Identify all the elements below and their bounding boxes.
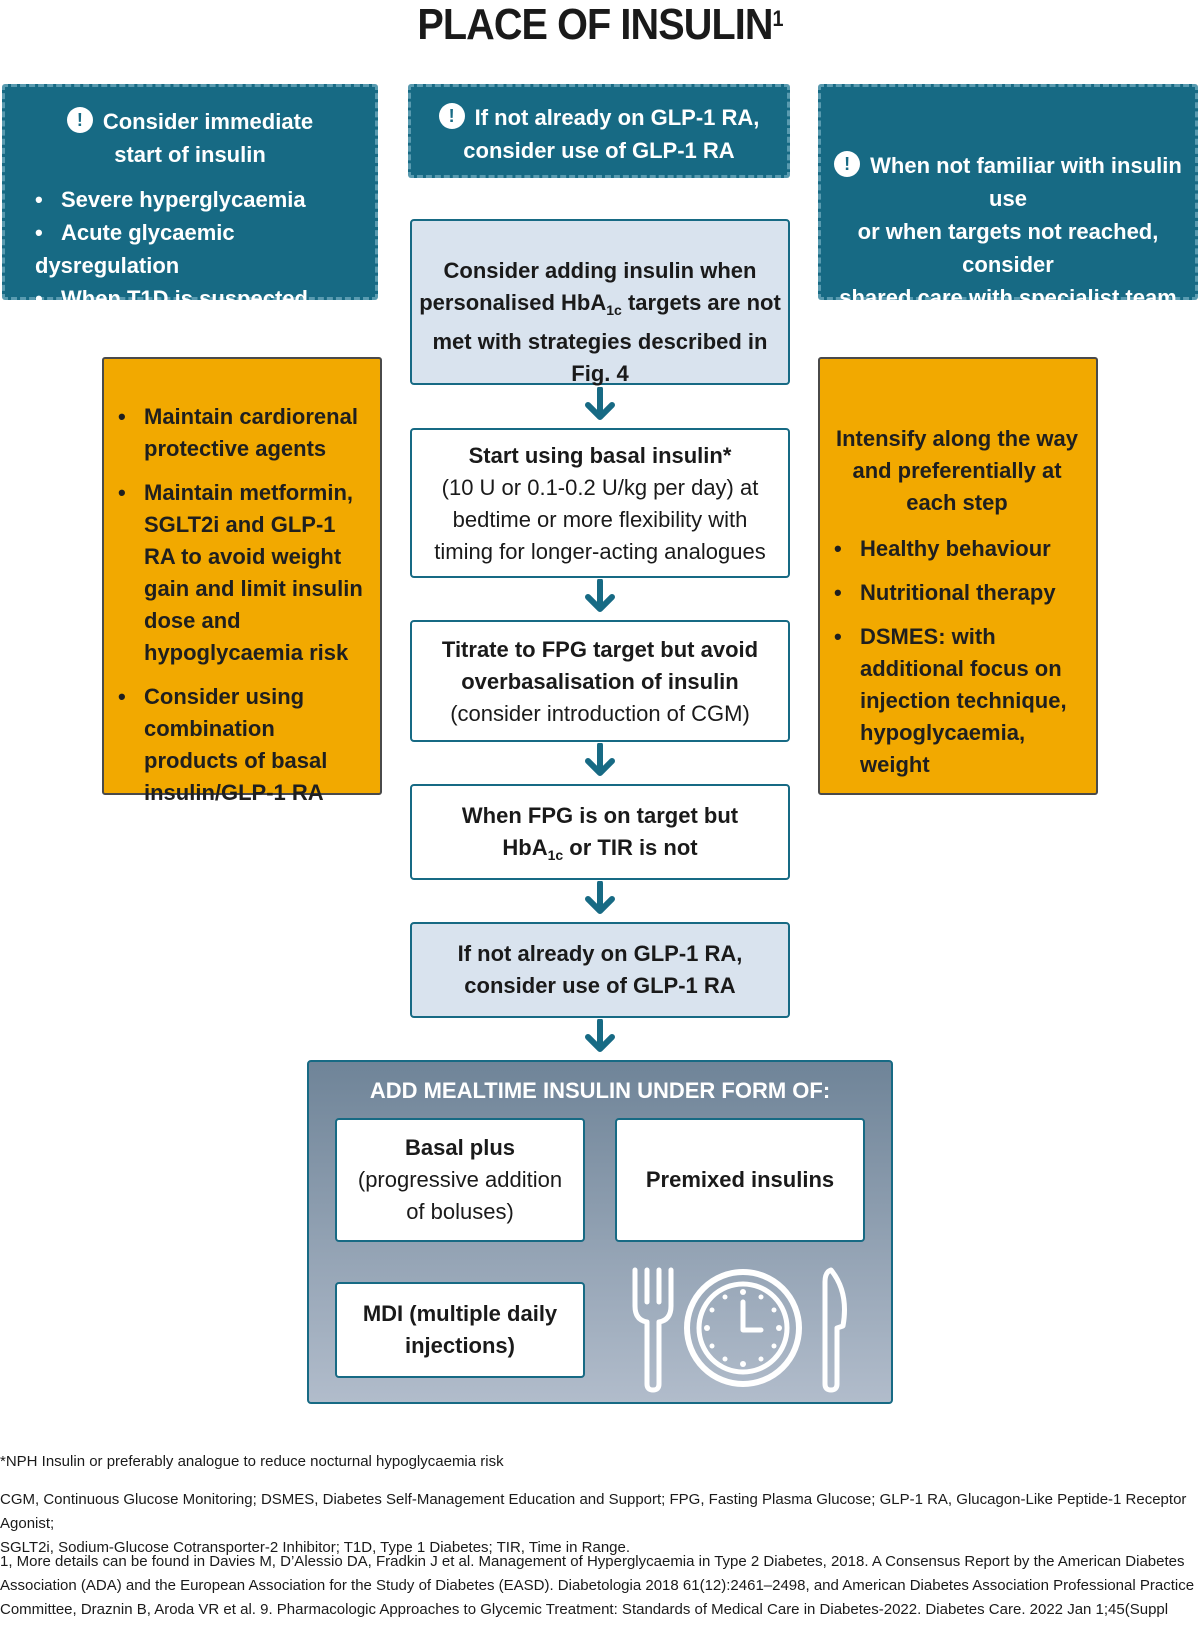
knife-icon: [822, 1267, 847, 1393]
abbreviations-footnote: CGM, Continuous Glucose Monitoring; DSME…: [0, 1488, 1200, 1560]
step-heading: Titrate to FPG target but avoid: [441, 637, 759, 662]
list-item: Healthy behaviour: [820, 533, 1080, 565]
step-line: or TIR is not: [563, 835, 698, 860]
consider-adding-insulin-step: Consider adding insulin when personalise…: [410, 219, 790, 386]
step-heading: Start using basal insulin*: [468, 443, 732, 468]
titrate-fpg-step: Titrate to FPG target but avoid overbasa…: [410, 620, 790, 742]
shared-care-line: shared care with specialist team: [839, 285, 1177, 310]
step-line: targets are not: [621, 290, 781, 315]
step-heading: overbasalisation of insulin: [461, 669, 739, 694]
start-basal-insulin-step: Start using basal insulin* (10 U or 0.1-…: [410, 428, 790, 578]
maintain-agents-list: Maintain cardiorenal protective agents M…: [104, 401, 364, 809]
list-item: Maintain cardiorenal protective agents: [104, 401, 364, 465]
glp1-line: If not already on GLP-1 RA,: [474, 105, 760, 130]
immediate-insulin-box: ! Consider immediate start of insulin Sev…: [2, 84, 378, 311]
option-line: injections): [404, 1333, 515, 1358]
glp1-suggestion-box: ! If not already on GLP-1 RA, consider us…: [408, 84, 790, 178]
intensify-panel: Intensify along the way and preferential…: [818, 357, 1098, 795]
basal-plus-option: Basal plus (progressive addition of bolu…: [335, 1118, 585, 1242]
shared-care-line: or when targets not reached, consider: [857, 219, 1159, 277]
immediate-insulin-heading: ! Consider immediate start of insulin: [5, 105, 375, 171]
down-arrow-icon: [585, 387, 615, 420]
mealtime-insulin-panel: ADD MEALTIME INSULIN UNDER FORM OF: Basa…: [307, 1060, 893, 1404]
shared-care-line: When not familiar with insulin use: [870, 153, 1182, 211]
step-line: Consider adding insulin when: [443, 258, 757, 283]
title-superscript: 1: [772, 6, 784, 31]
option-line: of boluses): [406, 1199, 514, 1224]
fork-icon: [632, 1267, 674, 1393]
heading-line: Consider immediate: [102, 109, 314, 134]
step-line: (10 U or 0.1-0.2 U/kg per day) at: [441, 475, 759, 500]
footnote-line: CGM, Continuous Glucose Monitoring; DSME…: [0, 1491, 1187, 1532]
asterisk-footnote: *NPH Insulin or preferably analogue to r…: [0, 1453, 504, 1470]
footnote-line: 1, More details can be found in Davies M…: [0, 1553, 1185, 1570]
glp1-flow-step: If not already on GLP-1 RA, consider use…: [410, 922, 790, 1018]
mealtime-header: ADD MEALTIME INSULIN UNDER FORM OF:: [369, 1078, 831, 1103]
step-line: When FPG is on target but: [461, 803, 739, 828]
option-line: (progressive addition: [357, 1167, 563, 1192]
footnote-line: Committee, Draznin B, Aroda VR et al. 9.…: [0, 1601, 1169, 1626]
list-item: DSMES: with additional focus on injectio…: [820, 621, 1080, 781]
exclamation-icon: !: [66, 107, 93, 134]
list-item: Consider using combination products of b…: [104, 681, 364, 809]
subscript: 1c: [547, 847, 564, 863]
plate-icon: [684, 1269, 802, 1387]
mdi-option: MDI (multiple daily injections): [335, 1282, 585, 1378]
meal-clock-icon: [632, 1267, 847, 1393]
step-line: HbA: [502, 835, 548, 860]
step-line: personalised HbA: [419, 290, 607, 315]
exclamation-icon: !: [834, 151, 861, 178]
option-title: Basal plus: [404, 1135, 516, 1160]
list-item: Nutritional therapy: [820, 577, 1080, 609]
immediate-insulin-list: Severe hyperglycaemia Acute glycaemic dy…: [5, 183, 375, 315]
glp1-line: consider use of GLP-1 RA: [463, 138, 735, 163]
reference-footnote: 1, More details can be found in Davies M…: [0, 1550, 1200, 1626]
option-title: Premixed insulins: [645, 1167, 835, 1192]
shared-care-box: ! When not familiar with insulin use or w…: [818, 84, 1198, 310]
step-line: consider use of GLP-1 RA: [464, 973, 736, 998]
option-line: MDI (multiple daily: [362, 1301, 558, 1326]
step-line: bedtime or more flexibility with: [452, 507, 748, 532]
clock-ticks: [704, 1289, 782, 1367]
maintain-agents-panel: Maintain cardiorenal protective agents M…: [102, 357, 382, 805]
intensify-intro: Intensify along the way and preferential…: [835, 426, 1079, 515]
footnote-line: SGLT2i, Sodium-Glucose Cotransporter-2 I…: [0, 1539, 631, 1556]
step-line: timing for longer-acting analogues: [434, 539, 766, 564]
clock-hands: [740, 1299, 764, 1333]
list-item: When T1D is suspected: [35, 282, 375, 315]
exclamation-icon: !: [438, 103, 465, 130]
list-item: Maintain metformin, SGLT2i and GLP-1 RA …: [104, 477, 364, 669]
subscript: 1c: [606, 302, 622, 318]
step-line: (consider introduction of CGM): [450, 701, 750, 726]
down-arrow-icon: [585, 1019, 615, 1052]
page-title: PLACE OF INSULIN1: [60, 0, 1140, 50]
list-item: Acute glycaemic dysregulation: [35, 216, 375, 282]
title-text: PLACE OF INSULIN: [417, 0, 773, 49]
intensify-list: Healthy behaviour Nutritional therapy DS…: [820, 533, 1080, 781]
down-arrow-icon: [585, 743, 615, 776]
list-item: Severe hyperglycaemia: [35, 183, 375, 216]
step-line: met with strategies described in Fig. 4: [432, 329, 768, 386]
down-arrow-icon: [585, 881, 615, 914]
down-arrow-icon: [585, 579, 615, 612]
premixed-option: Premixed insulins: [615, 1118, 865, 1242]
footnote-line: Association (ADA) and the European Assoc…: [0, 1577, 1195, 1594]
step-line: If not already on GLP-1 RA,: [457, 941, 743, 966]
heading-line: start of insulin: [114, 142, 266, 167]
fpg-on-target-step: When FPG is on target but HbA1c or TIR i…: [410, 784, 790, 880]
